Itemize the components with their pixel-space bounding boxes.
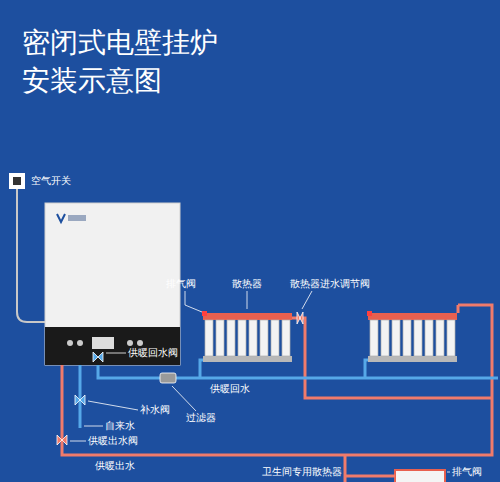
supply-pipe <box>457 305 460 313</box>
return-pipe <box>80 360 498 428</box>
leader-line <box>106 353 126 354</box>
air-vent <box>367 311 372 316</box>
part-label: 供暖出水阀 <box>88 435 138 447</box>
part-label: 散热器进水调节阀 <box>290 278 370 290</box>
radiator-fin <box>205 320 213 356</box>
part-label: 供暖出水 <box>95 460 135 472</box>
leader-line <box>84 426 103 427</box>
radiator-fin <box>425 320 433 356</box>
boiler-body <box>45 203 180 365</box>
boiler-button <box>127 340 133 346</box>
radiator-header <box>368 313 457 320</box>
radiator-fin <box>249 320 257 356</box>
part-label: 排气阀 <box>452 466 482 478</box>
part-label: 自来水 <box>105 420 135 432</box>
radiator <box>202 311 292 362</box>
supply-pipe <box>344 455 347 482</box>
supply-pipe <box>62 305 492 482</box>
radiator-valve <box>297 312 303 324</box>
supply-pipe <box>62 305 492 455</box>
supply-valve <box>57 435 67 445</box>
boiler-button <box>137 340 143 346</box>
diagram-title: 密闭式电壁挂炉 安装示意图 <box>22 24 252 100</box>
part-label: 卫生间专用散热器 <box>262 466 342 478</box>
radiator-fin <box>392 320 400 356</box>
water-pipe <box>79 365 82 428</box>
radiator-fin <box>238 320 246 356</box>
air-switch-icon <box>9 173 25 189</box>
radiator-fins <box>370 320 455 356</box>
boiler-display <box>92 337 114 349</box>
radiator-fin <box>260 320 268 356</box>
leader-line <box>247 291 248 309</box>
radiator-fin <box>216 320 224 356</box>
part-label: 排气阀 <box>166 278 196 290</box>
leader-line <box>185 291 202 312</box>
radiator-header <box>203 356 292 362</box>
return-pipe <box>200 360 205 378</box>
fill-valve <box>75 395 85 405</box>
part-label: 过滤器 <box>186 412 216 424</box>
return-valve <box>93 352 103 362</box>
air-vent <box>202 311 207 316</box>
radiator-fin <box>370 320 378 356</box>
radiator <box>367 311 457 362</box>
radiator-fin <box>227 320 235 356</box>
radiator-fin <box>403 320 411 356</box>
boiler-logo <box>68 215 86 221</box>
boiler-button <box>77 340 83 346</box>
leader-line <box>172 386 196 411</box>
return-pipe <box>98 365 498 378</box>
radiator-fin <box>414 320 422 356</box>
leader-line <box>88 401 138 410</box>
radiator-fin <box>271 320 279 356</box>
radiator-header <box>203 313 292 320</box>
radiator-fin <box>447 320 455 356</box>
radiator-header <box>368 356 457 362</box>
radiator-fins <box>205 320 290 356</box>
supply-pipe <box>292 318 492 398</box>
leader-line <box>447 472 450 473</box>
leader-line <box>70 441 86 442</box>
supply-pipe <box>345 475 395 478</box>
filter-symbol <box>160 373 176 383</box>
air-switch-icon <box>13 177 21 185</box>
boiler-logo <box>57 214 65 222</box>
part-label: 补水阀 <box>140 404 170 416</box>
radiator-fin <box>436 320 444 356</box>
part-label: 供暖回水阀 <box>128 347 178 359</box>
part-label: 供暖回水 <box>210 383 250 395</box>
radiator-fin <box>282 320 290 356</box>
part-label: 空气开关 <box>31 175 71 187</box>
boiler-panel <box>45 327 180 365</box>
bathroom-radiator <box>395 470 445 482</box>
radiator-fin <box>381 320 389 356</box>
leader-line <box>302 291 312 309</box>
leader-line <box>70 291 450 472</box>
power-cord <box>17 189 45 322</box>
boiler-button <box>67 340 73 346</box>
part-label: 散热器 <box>232 278 262 290</box>
return-pipe <box>365 360 370 378</box>
